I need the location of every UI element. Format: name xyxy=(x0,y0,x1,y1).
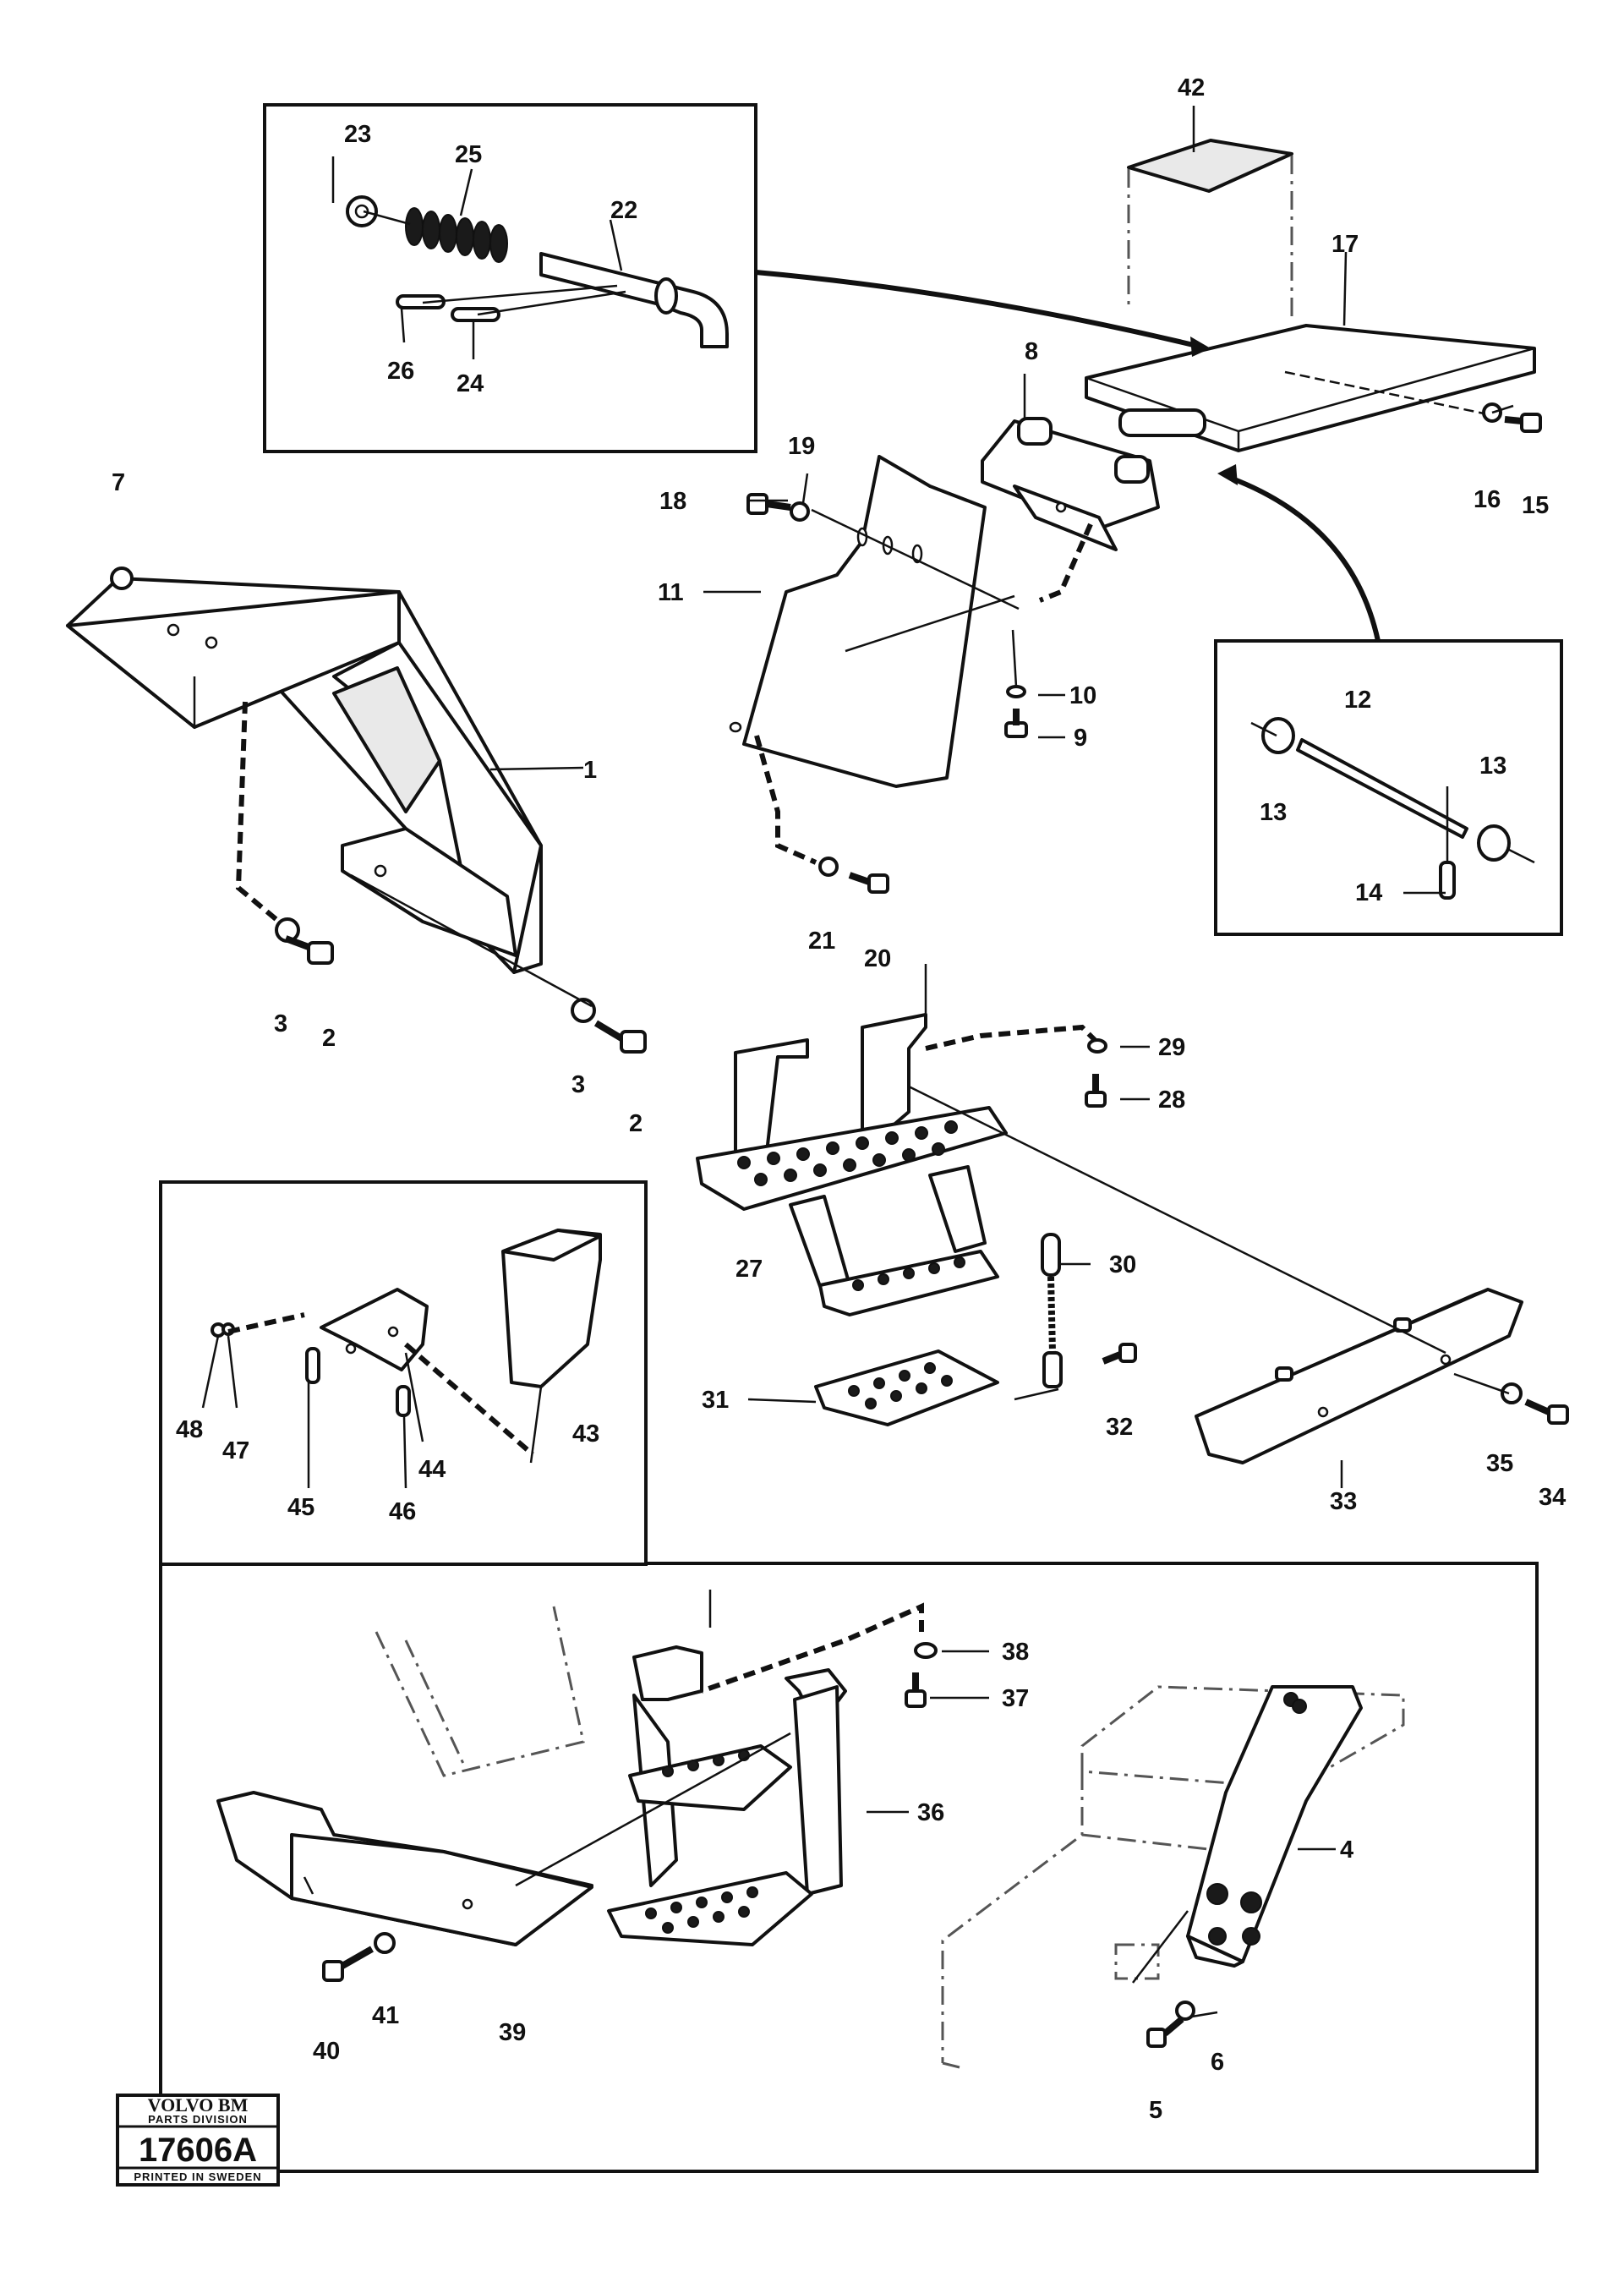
callout-25: 25 xyxy=(455,141,482,168)
detail-frame-right xyxy=(1214,639,1563,936)
stamp-code: 17606A xyxy=(139,2132,257,2169)
callout-4: 4 xyxy=(1340,1836,1353,1864)
callout-44: 44 xyxy=(418,1456,446,1483)
callout-28: 28 xyxy=(1158,1087,1185,1114)
arrow-head-top xyxy=(1190,337,1211,357)
stamp-brand: VOLVO BM xyxy=(148,2094,249,2116)
callout-16: 16 xyxy=(1474,486,1501,513)
callout-43: 43 xyxy=(572,1420,599,1448)
detail-top-parts xyxy=(331,156,729,359)
callout-45: 45 xyxy=(287,1494,314,1521)
callout-30: 30 xyxy=(1109,1251,1136,1278)
part-22-pin xyxy=(539,252,729,348)
callout-27: 27 xyxy=(735,1256,763,1283)
callout-15: 15 xyxy=(1522,492,1549,519)
callout-48: 48 xyxy=(176,1416,203,1443)
part-42-column xyxy=(1127,139,1293,321)
part-ghost-door xyxy=(375,1606,585,1777)
callout-10: 10 xyxy=(1069,682,1096,709)
arrow-detail-top xyxy=(755,270,1201,349)
callout-42: 42 xyxy=(1178,74,1205,101)
arrow-detail-right xyxy=(1228,475,1381,642)
callout-2b: 2 xyxy=(629,1110,642,1137)
callout-14: 14 xyxy=(1355,879,1382,906)
callout-9: 9 xyxy=(1074,725,1087,752)
callout-17: 17 xyxy=(1331,231,1359,258)
step-holes xyxy=(737,1120,958,1186)
detail-frame-left xyxy=(159,1180,648,1566)
callout-18: 18 xyxy=(659,488,686,515)
callout-40: 40 xyxy=(313,2038,340,2065)
callout-39: 39 xyxy=(499,2019,526,2046)
callout-20: 20 xyxy=(864,945,891,972)
callout-24: 24 xyxy=(457,370,484,397)
callout-2a: 2 xyxy=(322,1025,336,1052)
callout-46: 46 xyxy=(389,1498,416,1525)
part-1-bracket xyxy=(66,577,543,974)
callout-35: 35 xyxy=(1486,1450,1513,1477)
part-39-beam xyxy=(216,1791,593,1946)
part-25-spring xyxy=(405,207,508,263)
callout-12: 12 xyxy=(1344,687,1371,714)
callout-21: 21 xyxy=(808,928,835,955)
detail-left-parts xyxy=(201,1229,602,1489)
part-4-bracket xyxy=(941,1685,1405,2069)
callout-37: 37 xyxy=(1002,1685,1029,1712)
callout-32: 32 xyxy=(1106,1414,1133,1441)
callout-11: 11 xyxy=(658,579,684,606)
callout-7: 7 xyxy=(112,469,125,496)
part-27-step xyxy=(696,1013,1008,1316)
part-11-shield xyxy=(729,455,987,788)
callout-labels: 1 2 2 3 3 4 5 6 7 8 9 10 11 12 13 13 14 … xyxy=(112,74,1566,2124)
callout-3b: 3 xyxy=(571,1071,585,1098)
callout-33: 33 xyxy=(1330,1488,1357,1515)
callout-1: 1 xyxy=(583,757,597,784)
callout-pointers xyxy=(489,106,1446,1851)
callout-31: 31 xyxy=(702,1387,729,1414)
callout-8: 8 xyxy=(1025,338,1038,365)
stamp-printed: PRINTED IN SWEDEN xyxy=(134,2170,261,2183)
callout-47: 47 xyxy=(222,1437,249,1464)
arrow-head-right xyxy=(1217,464,1238,485)
leader-lines xyxy=(350,404,1514,2018)
fasteners xyxy=(110,402,1569,2048)
callout-13b: 13 xyxy=(1479,753,1506,780)
volvo-stamp: VOLVO BM PARTS DIVISION 17606A PRINTED I… xyxy=(116,2094,280,2187)
callout-38: 38 xyxy=(1002,1639,1029,1666)
callout-22: 22 xyxy=(610,197,637,224)
detail-frame-top xyxy=(263,103,757,453)
callout-3a: 3 xyxy=(274,1010,287,1037)
part-17-platform xyxy=(1085,324,1536,452)
detail-right-parts xyxy=(1250,717,1535,900)
callout-34: 34 xyxy=(1539,1484,1566,1511)
part-30-strap xyxy=(1041,1233,1063,1388)
part-8-hinge xyxy=(981,417,1160,551)
callout-13a: 13 xyxy=(1260,799,1287,826)
callout-26: 26 xyxy=(387,358,414,385)
dashed-links xyxy=(235,523,1097,1694)
callout-23: 23 xyxy=(344,121,371,148)
part-33-beam xyxy=(1195,1288,1523,1464)
callout-6: 6 xyxy=(1211,2049,1224,2076)
callout-36: 36 xyxy=(917,1799,944,1826)
callout-29: 29 xyxy=(1158,1034,1185,1061)
part-36-ladder xyxy=(607,1645,847,1946)
callout-41: 41 xyxy=(372,2002,399,2029)
callout-5: 5 xyxy=(1149,2097,1162,2124)
part-31-step-plate xyxy=(814,1349,999,1426)
callout-19: 19 xyxy=(788,433,815,460)
stamp-division: PARTS DIVISION xyxy=(148,2113,248,2126)
